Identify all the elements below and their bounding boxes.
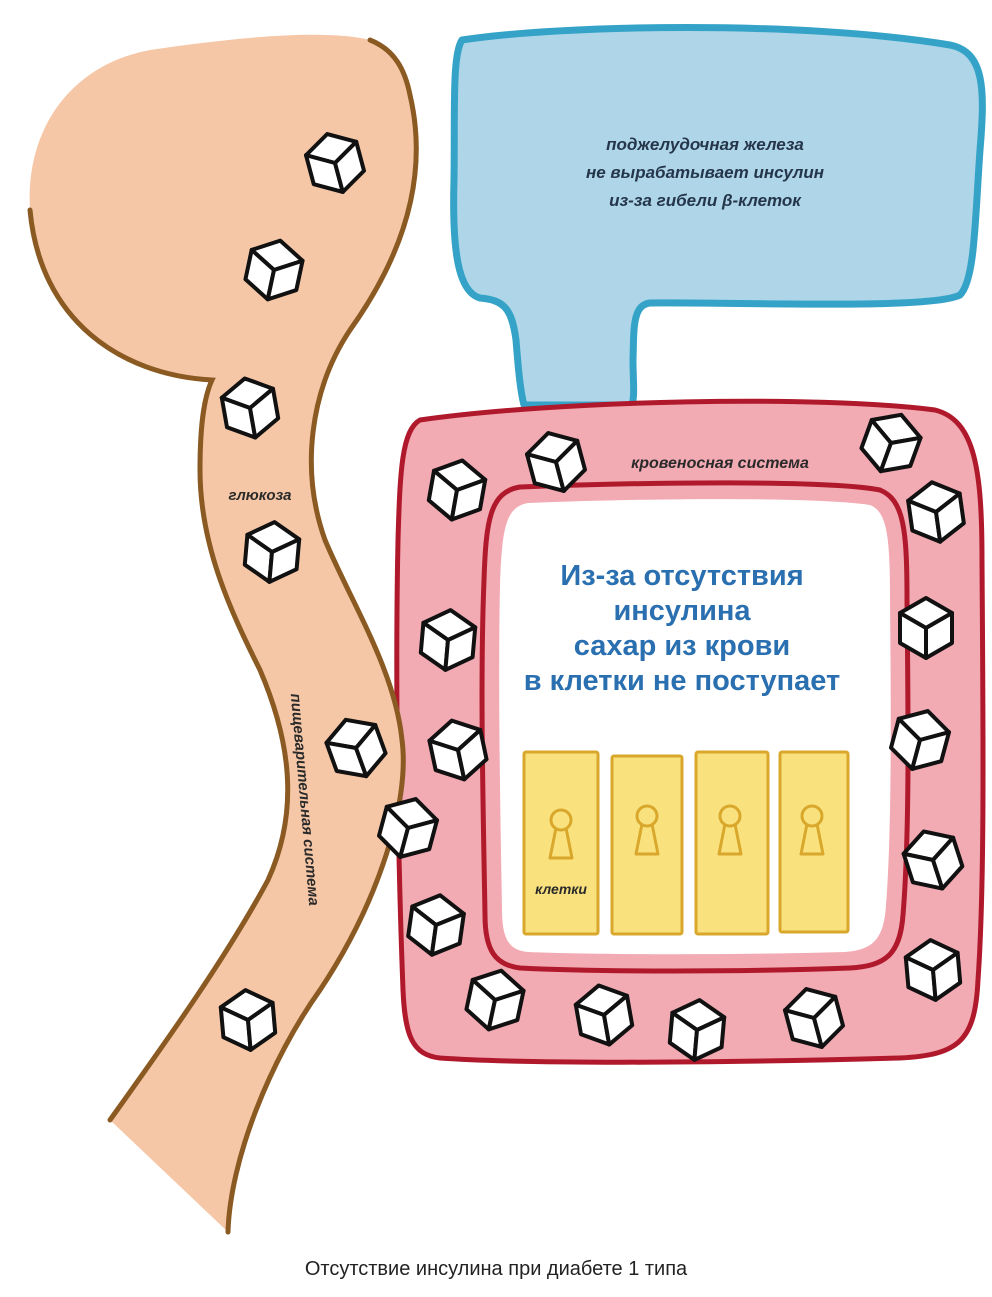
main-message-line-1: Из-за отсутствия	[560, 560, 803, 592]
cell	[780, 752, 848, 932]
pancreas: поджелудочная железа не вырабатывает инс…	[454, 28, 983, 406]
pancreas-label-line-3: из-за гибели β-клеток	[609, 191, 802, 210]
main-message-line-4: в клетки не поступает	[524, 665, 840, 697]
digestive-system: глюкоза пищеварительная система	[30, 35, 417, 1232]
sugar-cube-icon	[900, 598, 952, 658]
cell	[612, 756, 682, 934]
cells-label: клетки	[535, 881, 587, 897]
cell	[696, 752, 768, 934]
main-message-line-3: сахар из крови	[574, 630, 791, 662]
blood-system-label: кровеносная система	[631, 455, 809, 472]
glucose-label: глюкоза	[228, 487, 291, 504]
pancreas-label-line-2: не вырабатывает инсулин	[586, 163, 824, 182]
cell	[524, 752, 598, 934]
pancreas-label-line-1: поджелудочная железа	[606, 135, 804, 154]
main-message-line-2: инсулина	[613, 595, 751, 627]
figure-caption: Отсутствие инсулина при диабете 1 типа	[0, 1258, 992, 1281]
